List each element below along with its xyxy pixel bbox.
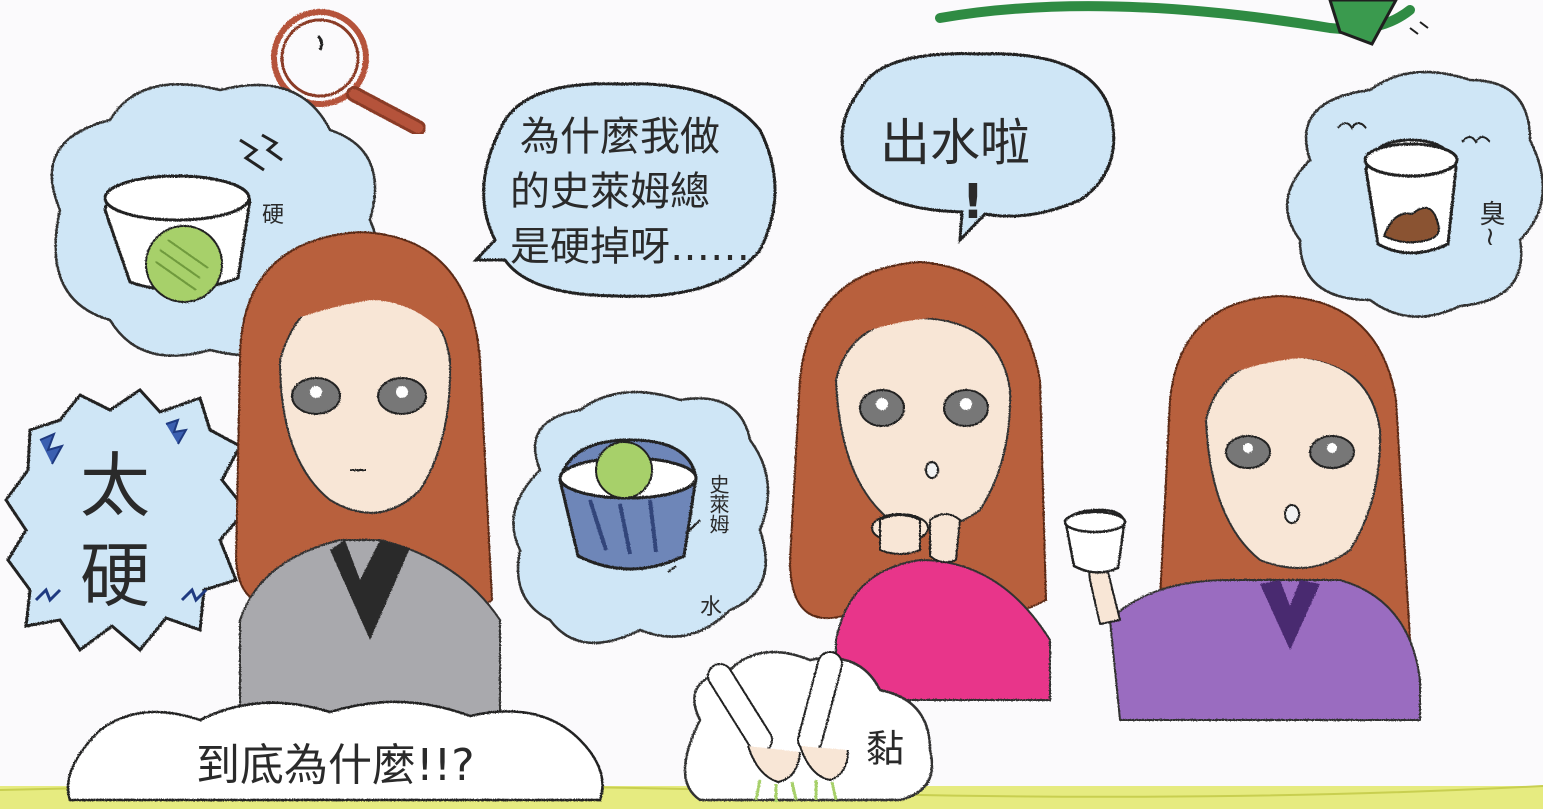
thought-cloud-hard-slime (50, 83, 381, 357)
thought-cloud-slime-water (512, 390, 770, 645)
hard-small-label: 硬 (262, 203, 284, 228)
thought-cloud-smelly (1285, 70, 1543, 318)
too-hard-char-1: 太 (80, 445, 150, 527)
speech-bubble-why-hard (472, 82, 777, 298)
speech-why-hard-text: 為什麼我做 的史萊姆總 是硬掉呀…… (510, 114, 750, 270)
sticky-text: 黏 (866, 727, 904, 771)
exclaim-text: ! (962, 174, 984, 230)
speech-line-2: 的史萊姆總 (510, 169, 710, 215)
speech-bubble-water-out (840, 52, 1116, 245)
lightning-bolt-icon (239, 133, 283, 172)
why-bottom-text: 到底為什麼!!? (196, 740, 475, 791)
girl-purple-jacket (1063, 294, 1421, 721)
slime-label: 史萊姆 (706, 474, 730, 534)
thought-cloud-sticky-hands (683, 650, 934, 802)
smelly-text: 臭~ (1475, 200, 1505, 248)
speech-line-3: 是硬掉呀…… (510, 224, 750, 270)
girl-pink-jacket (788, 260, 1051, 701)
lightning-bolt-icon (34, 418, 208, 603)
bottom-caption-bubble (66, 700, 604, 802)
speech-line-1: 為什麼我做 (520, 114, 720, 160)
girl-gray-jacket (234, 230, 501, 741)
too-hard-text: 太 硬 (80, 445, 172, 617)
too-hard-char-2: 硬 (80, 535, 150, 617)
magnifying-glass-icon (271, 9, 426, 136)
water-out-text: 出水啦 (880, 114, 1030, 172)
water-label: 水 (700, 595, 722, 620)
green-leaf-icon (935, 0, 1429, 46)
